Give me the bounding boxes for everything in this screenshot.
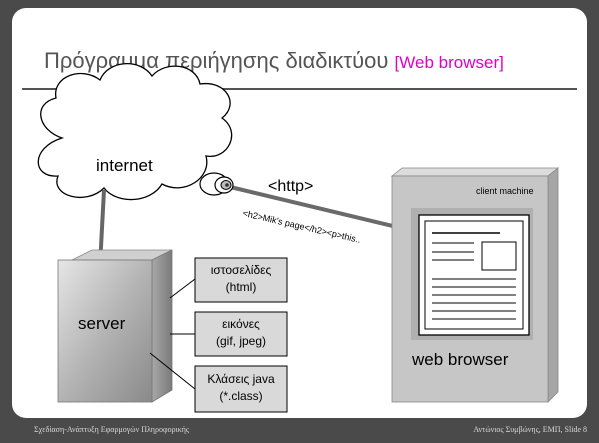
http-label: <http> <box>268 178 314 195</box>
internet-cloud <box>37 63 233 201</box>
internet-label: internet <box>96 156 153 175</box>
slide-title: Πρόγραμμα περιήγησης διαδικτύου [Web bro… <box>44 48 564 74</box>
title-divider <box>22 88 577 90</box>
server-label: server <box>78 314 126 333</box>
web-browser-label: web browser <box>412 350 509 369</box>
pointer-java <box>149 352 196 390</box>
resource-images-text: εικόνες (gif, jpeg) <box>215 317 267 348</box>
resource-html-text: ιστοσελίδες (html) <box>210 263 272 294</box>
server-box <box>57 249 173 403</box>
network-plug-icon <box>199 172 234 196</box>
title-accent: [Web browser] <box>394 53 504 72</box>
client-machine-box <box>390 167 560 403</box>
resource-box-html <box>194 257 288 303</box>
title-main: Πρόγραμμα περιήγησης διαδικτύου <box>44 48 389 73</box>
footer-course: Σχεδίαση-Ανάπτυξη Εφαρμογών Πληροφορικής <box>34 425 190 434</box>
http-link <box>221 183 423 235</box>
footer-author: Αντώνιος Συμβώνης, ΕΜΠ, Slide 8 <box>473 425 587 434</box>
resource-java-text: Κλάσεις java (*.class) <box>207 372 275 403</box>
resource-box-java <box>194 365 288 413</box>
resource-box-images <box>194 311 288 357</box>
pointer-html <box>169 278 196 299</box>
client-machine-label: client machine <box>476 186 534 196</box>
